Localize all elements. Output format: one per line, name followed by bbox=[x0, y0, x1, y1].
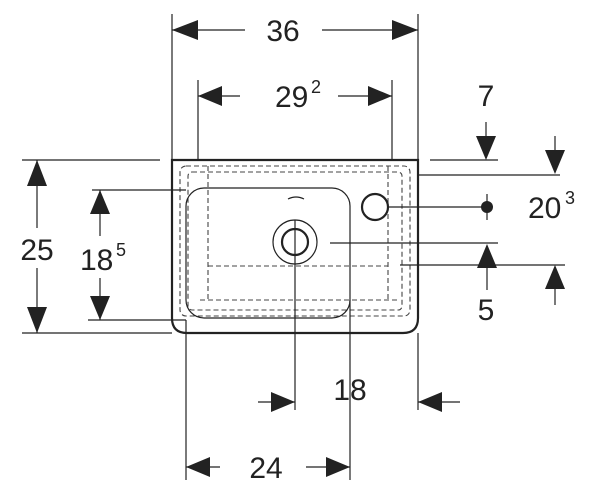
svg-text:20: 20 bbox=[528, 192, 561, 225]
label-bowl-height-sup: 5 bbox=[116, 240, 126, 260]
dim-bowl-width: 24 bbox=[185, 320, 350, 485]
dim-overall-height: 25 bbox=[20, 159, 172, 334]
label-inner-width: 29 bbox=[275, 81, 308, 114]
dim-tap-hole-offset: 20 3 bbox=[388, 188, 575, 225]
label-drain-offset: 18 bbox=[333, 374, 366, 407]
dim-drain-offset: 18 bbox=[258, 220, 460, 480]
label-bowl-width: 24 bbox=[249, 452, 282, 485]
label-overall-width: 36 bbox=[266, 15, 299, 48]
svg-text:18: 18 bbox=[80, 244, 113, 277]
label-tap-hole-offset-sup: 3 bbox=[565, 188, 575, 208]
svg-text:29: 29 bbox=[275, 81, 308, 114]
label-rim-depth: 7 bbox=[478, 80, 495, 113]
tap-hole-icon bbox=[360, 192, 390, 222]
bowl-outline bbox=[185, 187, 351, 319]
label-tap-hole-offset: 20 bbox=[528, 192, 561, 225]
label-bowl-height: 18 bbox=[80, 244, 113, 277]
overflow-slot bbox=[287, 196, 305, 200]
dim-overall-width: 36 bbox=[171, 14, 419, 160]
dim-rim-depth: 7 bbox=[418, 80, 565, 176]
dim-bowl-height: 18 5 bbox=[80, 189, 186, 321]
label-overall-height: 25 bbox=[20, 234, 53, 267]
label-bottom-offset: 5 bbox=[478, 294, 495, 327]
dim-inner-width: 29 2 bbox=[197, 77, 393, 160]
label-inner-width-sup: 2 bbox=[311, 77, 321, 97]
dim-bottom-offset: 5 bbox=[330, 242, 565, 327]
